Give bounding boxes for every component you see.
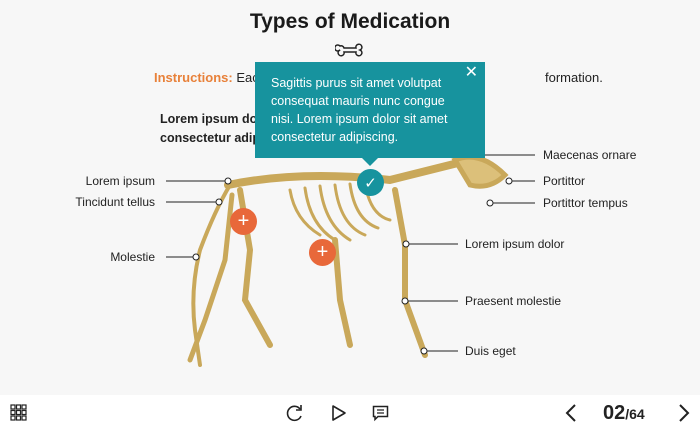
close-icon[interactable]: ✕ bbox=[464, 64, 478, 81]
intro-text: Lorem ipsum do consectetur adip bbox=[160, 110, 260, 148]
info-popup: Sagittis purus sit amet volutpat consequ… bbox=[255, 62, 485, 166]
replay-icon[interactable] bbox=[286, 404, 304, 422]
page-counter: 02/64 bbox=[603, 402, 645, 425]
play-icon[interactable] bbox=[331, 404, 347, 422]
label-leaders bbox=[166, 154, 535, 355]
label-right: Portittor bbox=[543, 174, 586, 188]
bottom-toolbar bbox=[0, 395, 700, 430]
instructions: Instructions: Eac formation. bbox=[154, 70, 603, 85]
label-right: Praesent molestie bbox=[465, 294, 562, 308]
instructions-text-end: formation. bbox=[545, 70, 603, 85]
transcript-icon[interactable] bbox=[372, 405, 389, 422]
intro-line: consectetur adip bbox=[160, 131, 261, 145]
hotspot-plus-icon[interactable]: + bbox=[230, 208, 257, 235]
total-pages: /64 bbox=[625, 406, 645, 422]
label-right: Lorem ipsum dolor bbox=[465, 237, 565, 251]
page-title: Types of Medication bbox=[249, 10, 451, 33]
bone-icon bbox=[335, 43, 363, 57]
current-page: 02 bbox=[603, 402, 626, 424]
label-left: Molestie bbox=[110, 250, 155, 264]
label-right: Portittor tempus bbox=[543, 196, 628, 210]
hotspot-visited-check-icon[interactable]: ✓ bbox=[357, 169, 384, 196]
next-icon[interactable] bbox=[677, 403, 691, 423]
instructions-label: Instructions: bbox=[154, 70, 233, 85]
popup-text: Sagittis purus sit amet volutpat consequ… bbox=[271, 76, 448, 144]
label-left: Tincidunt tellus bbox=[75, 195, 155, 209]
instructions-text: Eac bbox=[236, 70, 259, 85]
intro-line: Lorem ipsum do bbox=[160, 112, 258, 126]
hotspot-plus-icon[interactable]: + bbox=[309, 239, 336, 266]
label-left: Lorem ipsum bbox=[85, 174, 155, 188]
label-right: Duis eget bbox=[465, 344, 516, 358]
label-right: Maecenas ornare bbox=[543, 148, 637, 162]
skeleton-illustration bbox=[187, 154, 509, 367]
menu-grid-icon[interactable] bbox=[10, 404, 27, 421]
previous-icon[interactable] bbox=[564, 403, 578, 423]
